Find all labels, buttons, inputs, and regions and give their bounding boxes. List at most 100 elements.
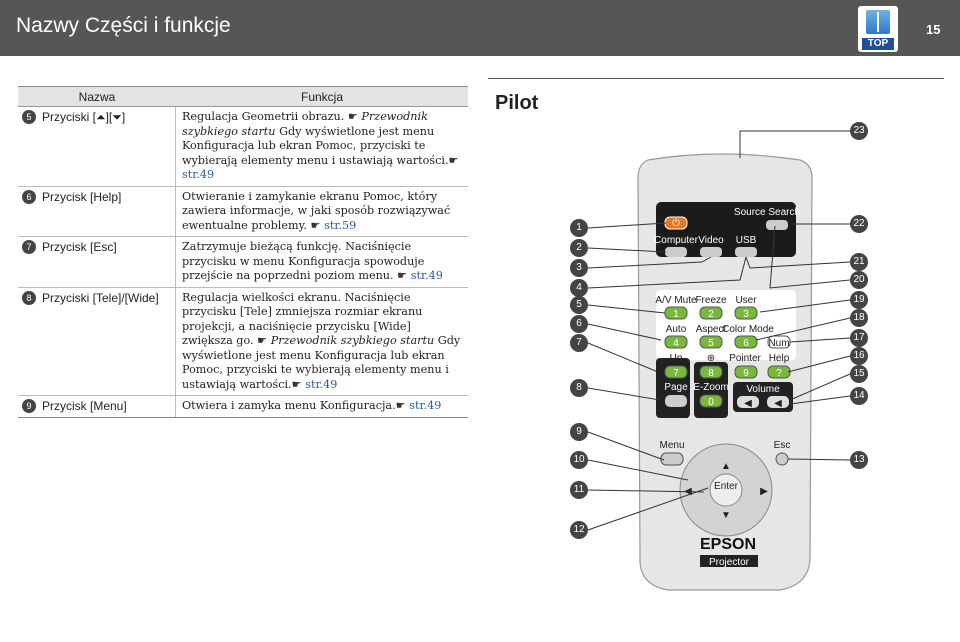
part-number-badge: 9 bbox=[22, 399, 36, 413]
part-function-cell: Regulacja Geometrii obrazu. ☛ Przewodnik… bbox=[176, 107, 468, 186]
page-reference-link[interactable]: str.49 bbox=[305, 377, 338, 391]
callout-21: 21 bbox=[850, 253, 868, 271]
key-5[interactable] bbox=[699, 335, 723, 349]
color-mode-label: Color Mode bbox=[722, 324, 774, 335]
part-function-cell: Zatrzymuje bieżącą funkcję. Naciśnięcie … bbox=[176, 237, 468, 287]
part-function-cell: Otwieranie i zamykanie ekranu Pomoc, któ… bbox=[176, 187, 468, 237]
reference-hand-icon: ☛ bbox=[448, 153, 459, 167]
middle-panel bbox=[656, 290, 796, 360]
menu-button[interactable] bbox=[660, 452, 684, 466]
callout-9: 9 bbox=[570, 423, 588, 441]
computer-button[interactable] bbox=[665, 247, 687, 257]
video-button[interactable] bbox=[700, 247, 722, 257]
section-divider bbox=[488, 78, 944, 79]
page-label: Page bbox=[664, 382, 688, 393]
volume-up-button[interactable] bbox=[767, 396, 789, 408]
top-button[interactable]: TOP bbox=[858, 6, 898, 52]
column-header-function: Funkcja bbox=[300, 90, 344, 104]
brand-logo: EPSON bbox=[700, 536, 756, 553]
part-number-badge: 7 bbox=[22, 240, 36, 254]
part-name: Przycisk [Help] bbox=[42, 189, 122, 204]
video-label: Video bbox=[698, 235, 724, 246]
zoom-out-icon: ⊖ bbox=[707, 410, 715, 421]
right-arrow-icon: ▶ bbox=[760, 486, 768, 497]
reference-hand-icon: ☛ bbox=[397, 269, 411, 282]
callout-6: 6 bbox=[570, 315, 588, 333]
source-search-button[interactable] bbox=[766, 220, 788, 230]
volume-down-button[interactable] bbox=[737, 396, 759, 408]
callout-10: 10 bbox=[570, 451, 588, 469]
esc-button[interactable] bbox=[775, 452, 789, 466]
function-text: Gdy wyświetlone jest menu Konfiguracja l… bbox=[182, 124, 449, 167]
callout-14: 14 bbox=[850, 387, 868, 405]
callout-12: 12 bbox=[570, 521, 588, 539]
freeze-label: Freeze bbox=[695, 295, 727, 306]
key-2[interactable] bbox=[699, 306, 723, 320]
key-8[interactable] bbox=[699, 365, 723, 379]
esc-label: Esc bbox=[774, 440, 791, 451]
key-7-label: 7 bbox=[673, 368, 679, 379]
enter-button[interactable] bbox=[709, 473, 743, 507]
section-title: Pilot bbox=[495, 92, 539, 114]
reference-hand-icon: ☛ bbox=[257, 334, 271, 347]
callout-7: 7 bbox=[570, 334, 588, 352]
callout-13: 13 bbox=[850, 451, 868, 469]
callout-11: 11 bbox=[570, 481, 588, 499]
function-text: Otwiera i zamyka menu Konfiguracja. bbox=[182, 399, 396, 412]
page-reference-link[interactable]: str.59 bbox=[324, 218, 357, 232]
help-button-label: ? bbox=[776, 368, 782, 379]
callout-23: 23 bbox=[850, 122, 868, 140]
key-6[interactable] bbox=[734, 335, 758, 349]
key-7[interactable] bbox=[664, 365, 688, 379]
av-mute-label: A/V Mute bbox=[655, 295, 697, 306]
page-down-button[interactable] bbox=[665, 395, 687, 407]
up-label: Up bbox=[670, 353, 683, 364]
reference-hand-icon: ☛ bbox=[291, 377, 306, 391]
top-panel bbox=[656, 202, 796, 257]
pointer-label: Pointer bbox=[729, 353, 761, 364]
key-4[interactable] bbox=[664, 335, 688, 349]
part-function-cell: Otwiera i zamyka menu Konfiguracja.☛ str… bbox=[176, 396, 468, 417]
part-name: Przyciski [Tele]/[Wide] bbox=[42, 290, 159, 305]
page-reference-link[interactable]: str.49 bbox=[409, 399, 442, 412]
leader-lines bbox=[587, 130, 851, 531]
source-search-label: Source Search bbox=[734, 207, 800, 218]
callout-16: 16 bbox=[850, 347, 868, 365]
part-name-cell: 7 Przycisk [Esc] bbox=[18, 237, 176, 287]
page-reference-link[interactable]: str.49 bbox=[182, 168, 215, 181]
volume-label: Volume bbox=[746, 384, 780, 395]
part-function-cell: Regulacja wielkości ekranu. Naciśnięcie … bbox=[176, 288, 468, 396]
column-header-name: Nazwa bbox=[78, 90, 116, 104]
user-label: User bbox=[735, 295, 757, 306]
key-3[interactable] bbox=[734, 306, 758, 320]
key-2-label: 2 bbox=[708, 309, 714, 320]
part-name: Przycisk [Esc] bbox=[42, 240, 117, 254]
auto-label: Auto bbox=[666, 324, 687, 335]
key-0[interactable] bbox=[699, 394, 723, 408]
callout-19: 19 bbox=[850, 291, 868, 309]
key-9[interactable] bbox=[734, 365, 758, 379]
part-number-badge: 8 bbox=[22, 290, 36, 305]
function-text: Otwieranie i zamykanie ekranu Pomoc, któ… bbox=[182, 189, 451, 232]
down-arrow-icon: ▼ bbox=[721, 510, 731, 521]
enter-label: Enter bbox=[714, 481, 739, 492]
key-8-label: 8 bbox=[708, 368, 714, 379]
callout-4: 4 bbox=[570, 279, 588, 297]
key-9-label: 9 bbox=[743, 368, 749, 379]
part-number-badge: 5 bbox=[22, 110, 36, 124]
usb-button[interactable] bbox=[735, 247, 757, 257]
part-name-cell: 8 Przyciski [Tele]/[Wide] bbox=[18, 287, 176, 395]
table-header: Nazwa Funkcja bbox=[18, 87, 468, 107]
page-reference-link[interactable]: str.49 bbox=[410, 269, 443, 282]
page-header: Nazwy Części i funkcje TOP 15 bbox=[0, 0, 960, 56]
function-text: Regulacja wielkości ekranu. Naciśnięcie … bbox=[182, 290, 423, 348]
callout-20: 20 bbox=[850, 271, 868, 289]
menu-label: Menu bbox=[659, 440, 684, 451]
key-0-label: 0 bbox=[708, 397, 714, 408]
book-icon bbox=[866, 10, 890, 34]
